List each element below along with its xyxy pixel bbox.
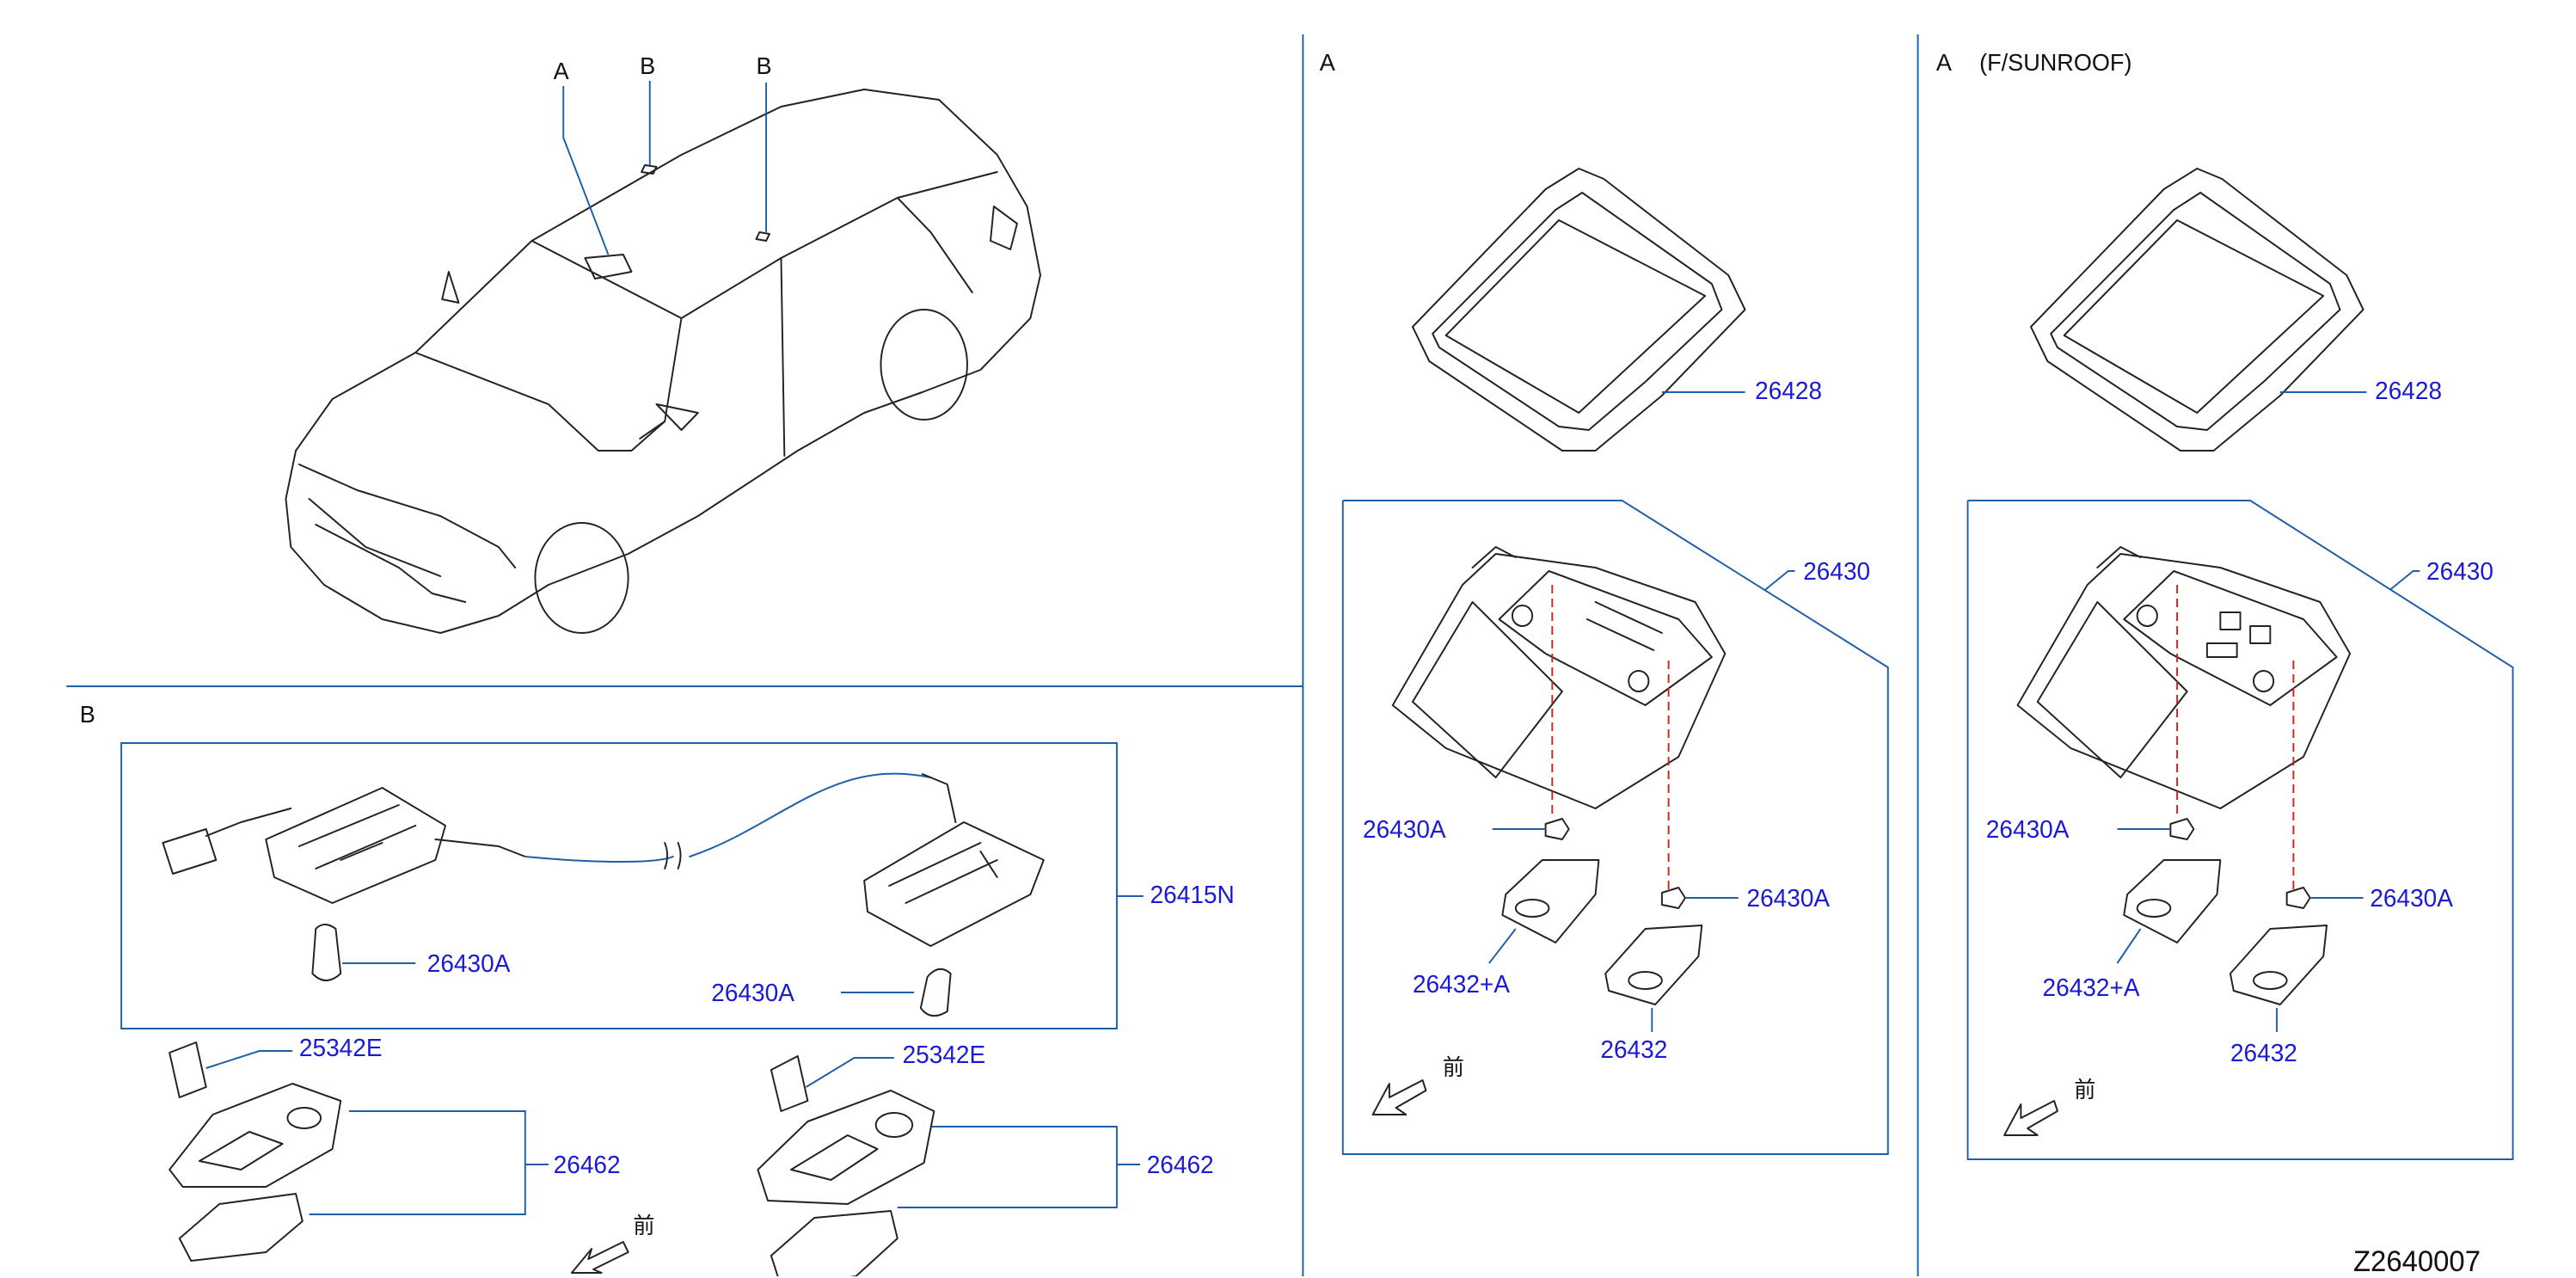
part-lens-sunroof-left[interactable]: 26432+A [2042, 975, 2140, 1003]
section-b-title: B [79, 700, 95, 728]
section-b-leaders [205, 962, 1140, 1215]
part-clip-b-left[interactable]: 25342E [298, 1035, 383, 1063]
bezel-a-drawing [1411, 168, 1746, 452]
part-26415n[interactable]: 26415N [1150, 882, 1235, 910]
panel-dividers [66, 34, 1919, 1276]
callout-b-front: B [640, 52, 656, 79]
section-a-frame [1341, 391, 1889, 1155]
part-bulb-b-left[interactable]: 26430A [426, 951, 511, 979]
lamp-assy-a-drawing [1391, 546, 1727, 809]
section-a-leaders [1488, 828, 1739, 1032]
bulbs-lenses-sunroof-drawing [2003, 818, 2328, 1136]
bezel-sunroof-drawing [2030, 168, 2364, 452]
section-sunroof-leaders [2116, 828, 2364, 1032]
part-bulb-a-left[interactable]: 26430A [1362, 817, 1446, 845]
lamp-b-right-drawing [757, 1055, 935, 1276]
harness-drawing [162, 772, 1045, 1017]
section-sunroof-title: A [1935, 48, 1952, 76]
section-sunroof-frame [1966, 391, 2514, 1160]
callout-b-rear: B [756, 52, 772, 79]
part-lamp-b-right[interactable]: 26462 [1146, 1152, 1214, 1180]
part-lens-a-right[interactable]: 26432 [1600, 1037, 1668, 1065]
part-bulb-sunroof-right[interactable]: 26430A [2370, 886, 2453, 913]
alignment-lines-sunroof [2176, 585, 2295, 891]
front-arrow-b [570, 1241, 629, 1274]
bulbs-lenses-a-drawing [1371, 818, 1703, 1115]
part-lamp-assy-a[interactable]: 26430 [1803, 559, 1871, 587]
vehicle-illustration [285, 89, 1041, 634]
section-a-title: A [1319, 48, 1335, 76]
part-clip-b-right[interactable]: 25342E [902, 1042, 986, 1070]
part-lens-a-left[interactable]: 26432+A [1412, 972, 1510, 999]
front-mark-sunroof: 前 [2074, 1078, 2096, 1104]
diagram-code: Z2640007 [2352, 1245, 2481, 1278]
part-bezel-sunroof[interactable]: 26428 [2375, 378, 2443, 406]
part-lens-sunroof-right[interactable]: 26432 [2229, 1041, 2297, 1068]
section-sunroof-variant: (F/SUNROOF) [1979, 48, 2132, 76]
lamp-assy-sunroof-drawing [2016, 546, 2352, 809]
callout-leaders [562, 81, 768, 255]
alignment-lines-a [1551, 585, 1670, 891]
part-lamp-b-left[interactable]: 26462 [553, 1152, 621, 1180]
part-bulb-sunroof-left[interactable]: 26430A [1985, 817, 2070, 845]
front-mark-b: 前 [633, 1214, 655, 1240]
callout-a: A [553, 57, 569, 84]
lamp-b-left-drawing [169, 1041, 342, 1262]
part-bulb-a-right[interactable]: 26430A [1746, 886, 1831, 913]
part-bezel-a[interactable]: 26428 [1755, 378, 1823, 406]
section-b-frame [120, 742, 1144, 1029]
part-lamp-assy-sunroof[interactable]: 26430 [2426, 559, 2493, 587]
part-bulb-b-right[interactable]: 26430A [711, 980, 794, 1008]
front-mark-a: 前 [1442, 1056, 1464, 1082]
